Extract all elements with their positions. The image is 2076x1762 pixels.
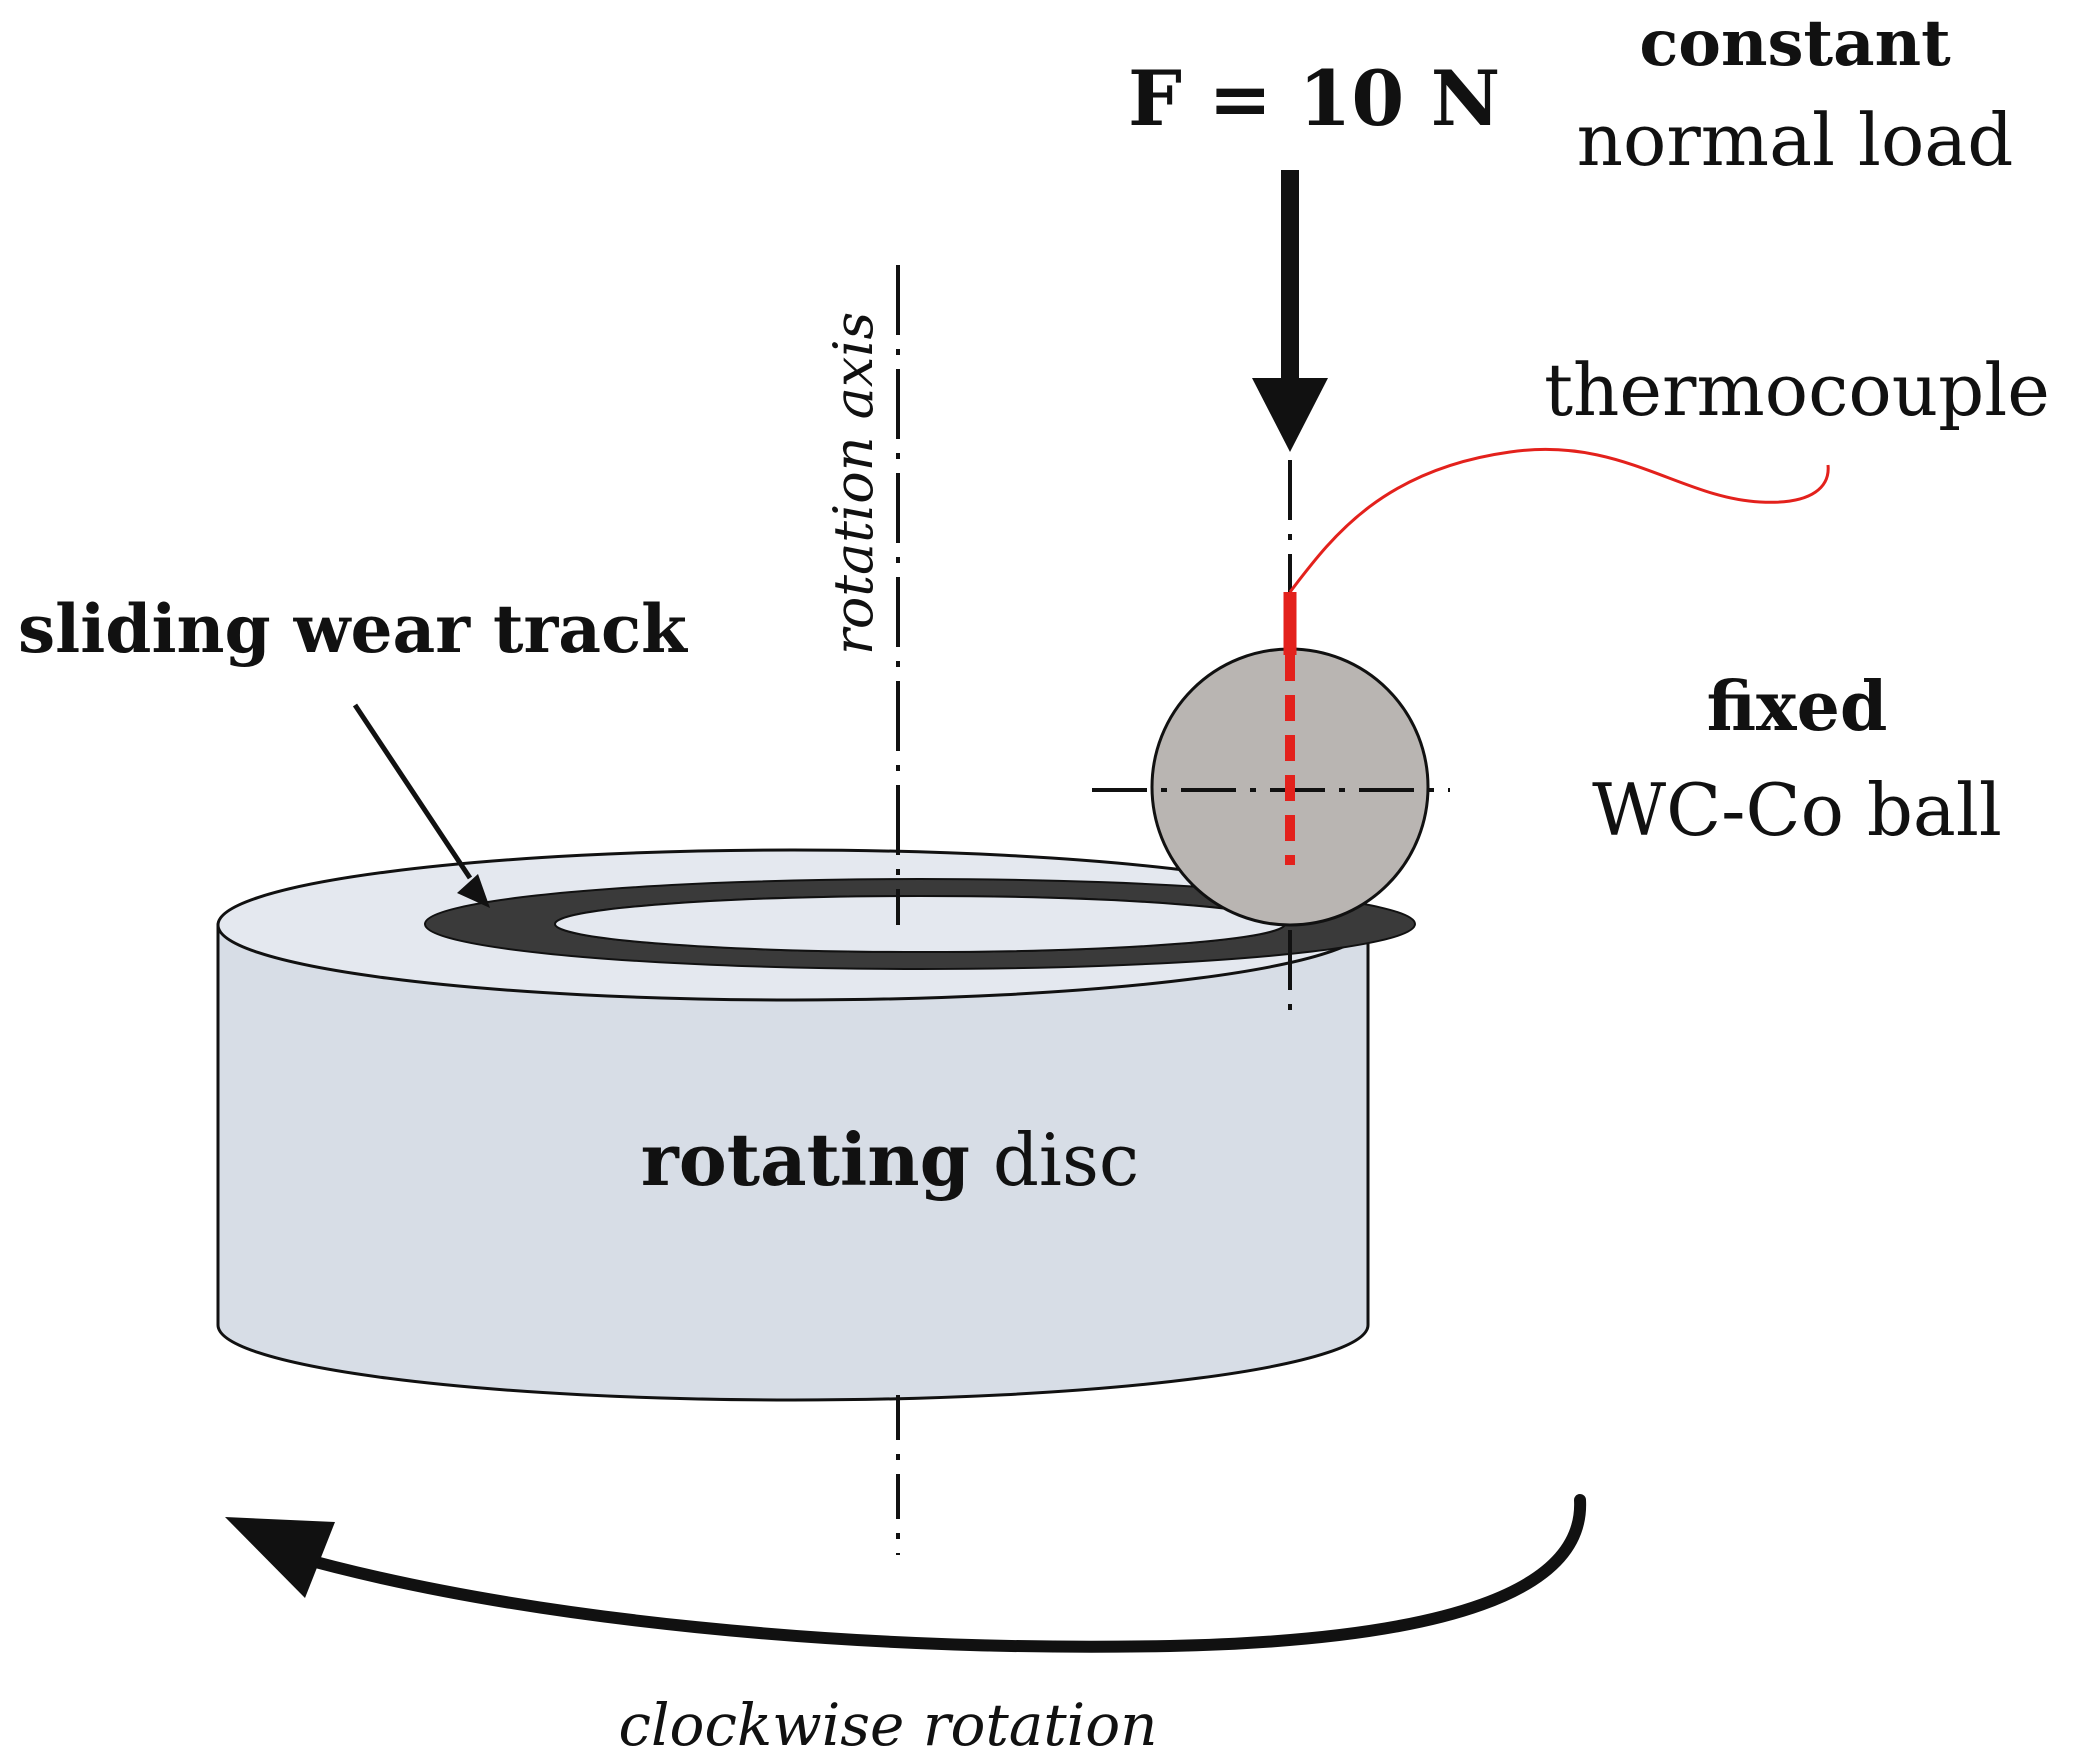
wear-track-inner-surface: [554, 895, 1286, 953]
rotation-label: clockwise rotation: [619, 1691, 1158, 1759]
rotation-arrow: [225, 1494, 1587, 1653]
force-arrow: [1252, 170, 1328, 452]
disc-label-rest: disc: [970, 1118, 1139, 1202]
disc-label: rotating disc: [641, 1117, 1139, 1202]
thermocouple-wire: [1288, 447, 1830, 593]
thermocouple-label: thermocouple: [1544, 348, 2050, 432]
rotation-arrowhead: [225, 1517, 335, 1598]
rotating-disc: [216, 848, 1417, 1402]
ball-label-rest: WC-Co ball: [1592, 768, 2002, 852]
disc-side: [216, 923, 1370, 1402]
force-label: F = 10 N: [1128, 54, 1500, 143]
wc-co-ball: [1092, 592, 1450, 927]
ball-label-bold: fixed: [1707, 667, 1888, 747]
load-label-rest: normal load: [1577, 98, 2014, 182]
disc-label-bold: rotating: [641, 1117, 970, 1202]
rotation-axis-label: rotation axis: [822, 312, 885, 655]
wear-track-label: sliding wear track: [18, 590, 688, 668]
load-label-bold: constant: [1639, 6, 1951, 81]
wear-track-leader: [352, 703, 490, 908]
